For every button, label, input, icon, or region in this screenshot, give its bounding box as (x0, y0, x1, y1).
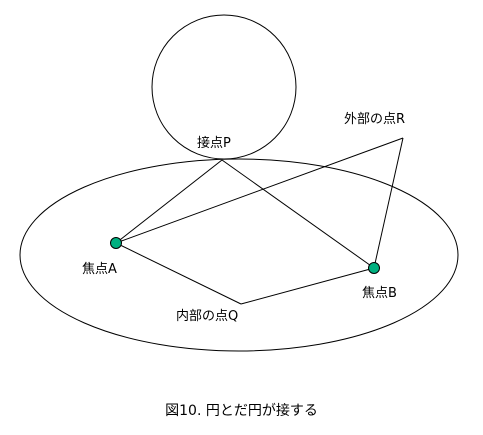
focus-b-dot (368, 262, 380, 274)
ellipse (19, 158, 459, 352)
line-r-to-b (373, 137, 404, 269)
label-focus-b: 焦点B (362, 286, 397, 301)
label-tangent-point: 接点P (197, 136, 231, 151)
line-a-to-r (115, 137, 404, 244)
focus-a-dot (110, 237, 122, 249)
label-external-point: 外部の点R (344, 112, 406, 127)
line-p-to-a (115, 159, 223, 244)
label-focus-a: 焦点A (82, 262, 117, 277)
line-p-to-b (221, 159, 375, 269)
label-internal-point: 内部の点Q (176, 309, 239, 324)
line-q-to-b (240, 267, 375, 305)
line-a-to-q (115, 242, 242, 305)
figure-caption: 図10. 円とだ円が接する (165, 403, 318, 419)
